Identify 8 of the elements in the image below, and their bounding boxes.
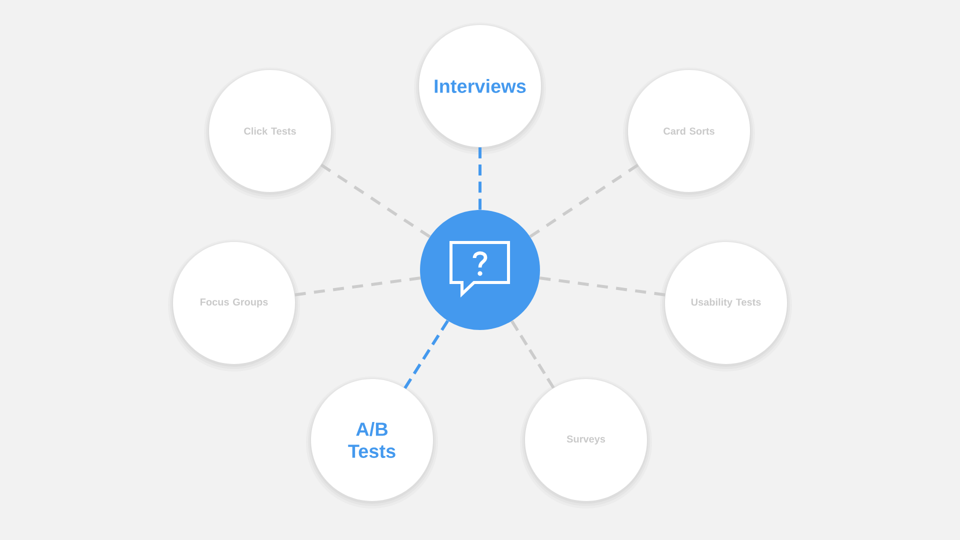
connector-line <box>404 320 449 390</box>
connector-line <box>320 164 431 238</box>
connector-line <box>294 276 421 296</box>
connector-line <box>529 164 639 238</box>
connector-line <box>478 147 482 210</box>
connector-line <box>539 276 666 296</box>
hub-circle <box>420 210 540 330</box>
connector-line <box>510 320 555 389</box>
